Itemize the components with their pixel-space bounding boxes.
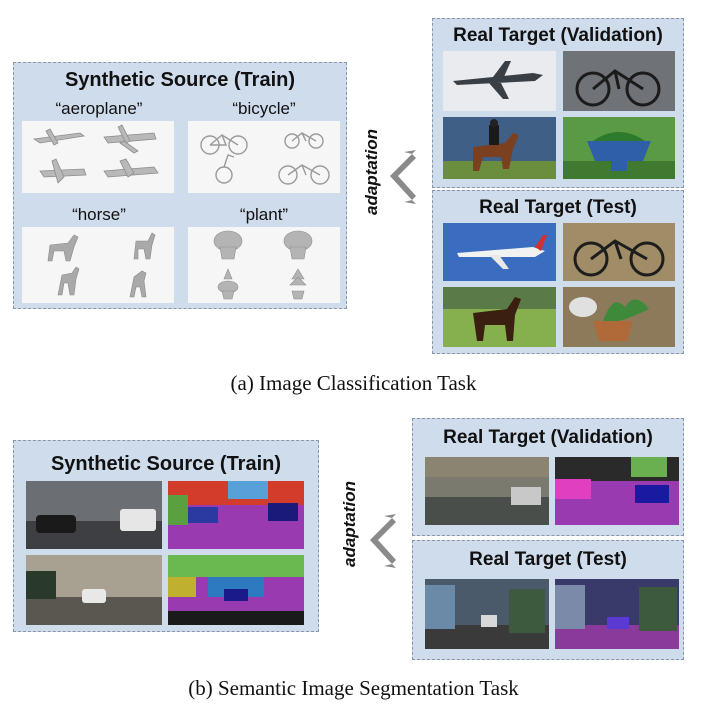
classification-validation-title: Real Target (Validation) [453, 25, 663, 46]
classification-caption: (a) Image Classification Task [230, 371, 477, 395]
real-horse-rider-photo [443, 117, 556, 179]
synthetic-plant-image [188, 227, 340, 303]
real-street-test-photo [425, 579, 549, 649]
category-label-bicycle: “bicycle” [232, 99, 296, 118]
segmentation-source-panel: Synthetic Source (Train) [13, 440, 319, 632]
classification-validation-panel: Real Target (Validation) [432, 18, 684, 188]
segmentation-adaptation-label: adaptation [340, 481, 359, 567]
real-aeroplane-photo [443, 51, 556, 111]
synthetic-street-photo-2 [26, 555, 162, 625]
segmentation-caption: (b) Semantic Image Segmentation Task [188, 676, 519, 700]
test-plant-photo [563, 287, 675, 347]
segmentation-validation-panel: Real Target (Validation) [412, 418, 684, 536]
category-label-plant: “plant” [239, 205, 289, 224]
real-bicycle-photo [563, 51, 675, 111]
classification-source-panel: Synthetic Source (Train) “aeroplane” “bi… [13, 62, 347, 309]
adaptation-arrow-icon [382, 146, 418, 208]
synthetic-horse-image [22, 227, 174, 303]
classification-adaptation-label: adaptation [362, 129, 381, 215]
category-label-horse: “horse” [72, 205, 126, 224]
segmentation-test-panel: Real Target (Test) [412, 540, 684, 660]
real-street-validation-segmentation [555, 457, 679, 525]
segmentation-test-title: Real Target (Test) [469, 549, 627, 570]
real-street-test-segmentation [555, 579, 679, 649]
segmentation-adaptation-arrow-icon [362, 510, 398, 572]
category-label-aeroplane: “aeroplane” [55, 99, 143, 118]
classification-test-title: Real Target (Test) [479, 197, 637, 218]
classification-source-title: Synthetic Source (Train) [64, 69, 296, 91]
synthetic-bicycle-image [188, 121, 340, 193]
real-street-validation-photo [425, 457, 549, 525]
synthetic-segmentation-map-2 [168, 555, 304, 625]
real-plant-pot-photo [563, 117, 675, 179]
segmentation-source-title: Synthetic Source (Train) [50, 453, 282, 475]
classification-test-panel: Real Target (Test) [432, 190, 684, 354]
synthetic-aeroplane-image [22, 121, 174, 193]
synthetic-street-photo-1 [26, 481, 162, 549]
segmentation-validation-title: Real Target (Validation) [443, 427, 653, 448]
test-horse-photo [443, 287, 556, 347]
test-bicycle-photo [563, 223, 675, 281]
synthetic-segmentation-map-1 [168, 481, 304, 549]
test-aeroplane-photo [443, 223, 556, 281]
